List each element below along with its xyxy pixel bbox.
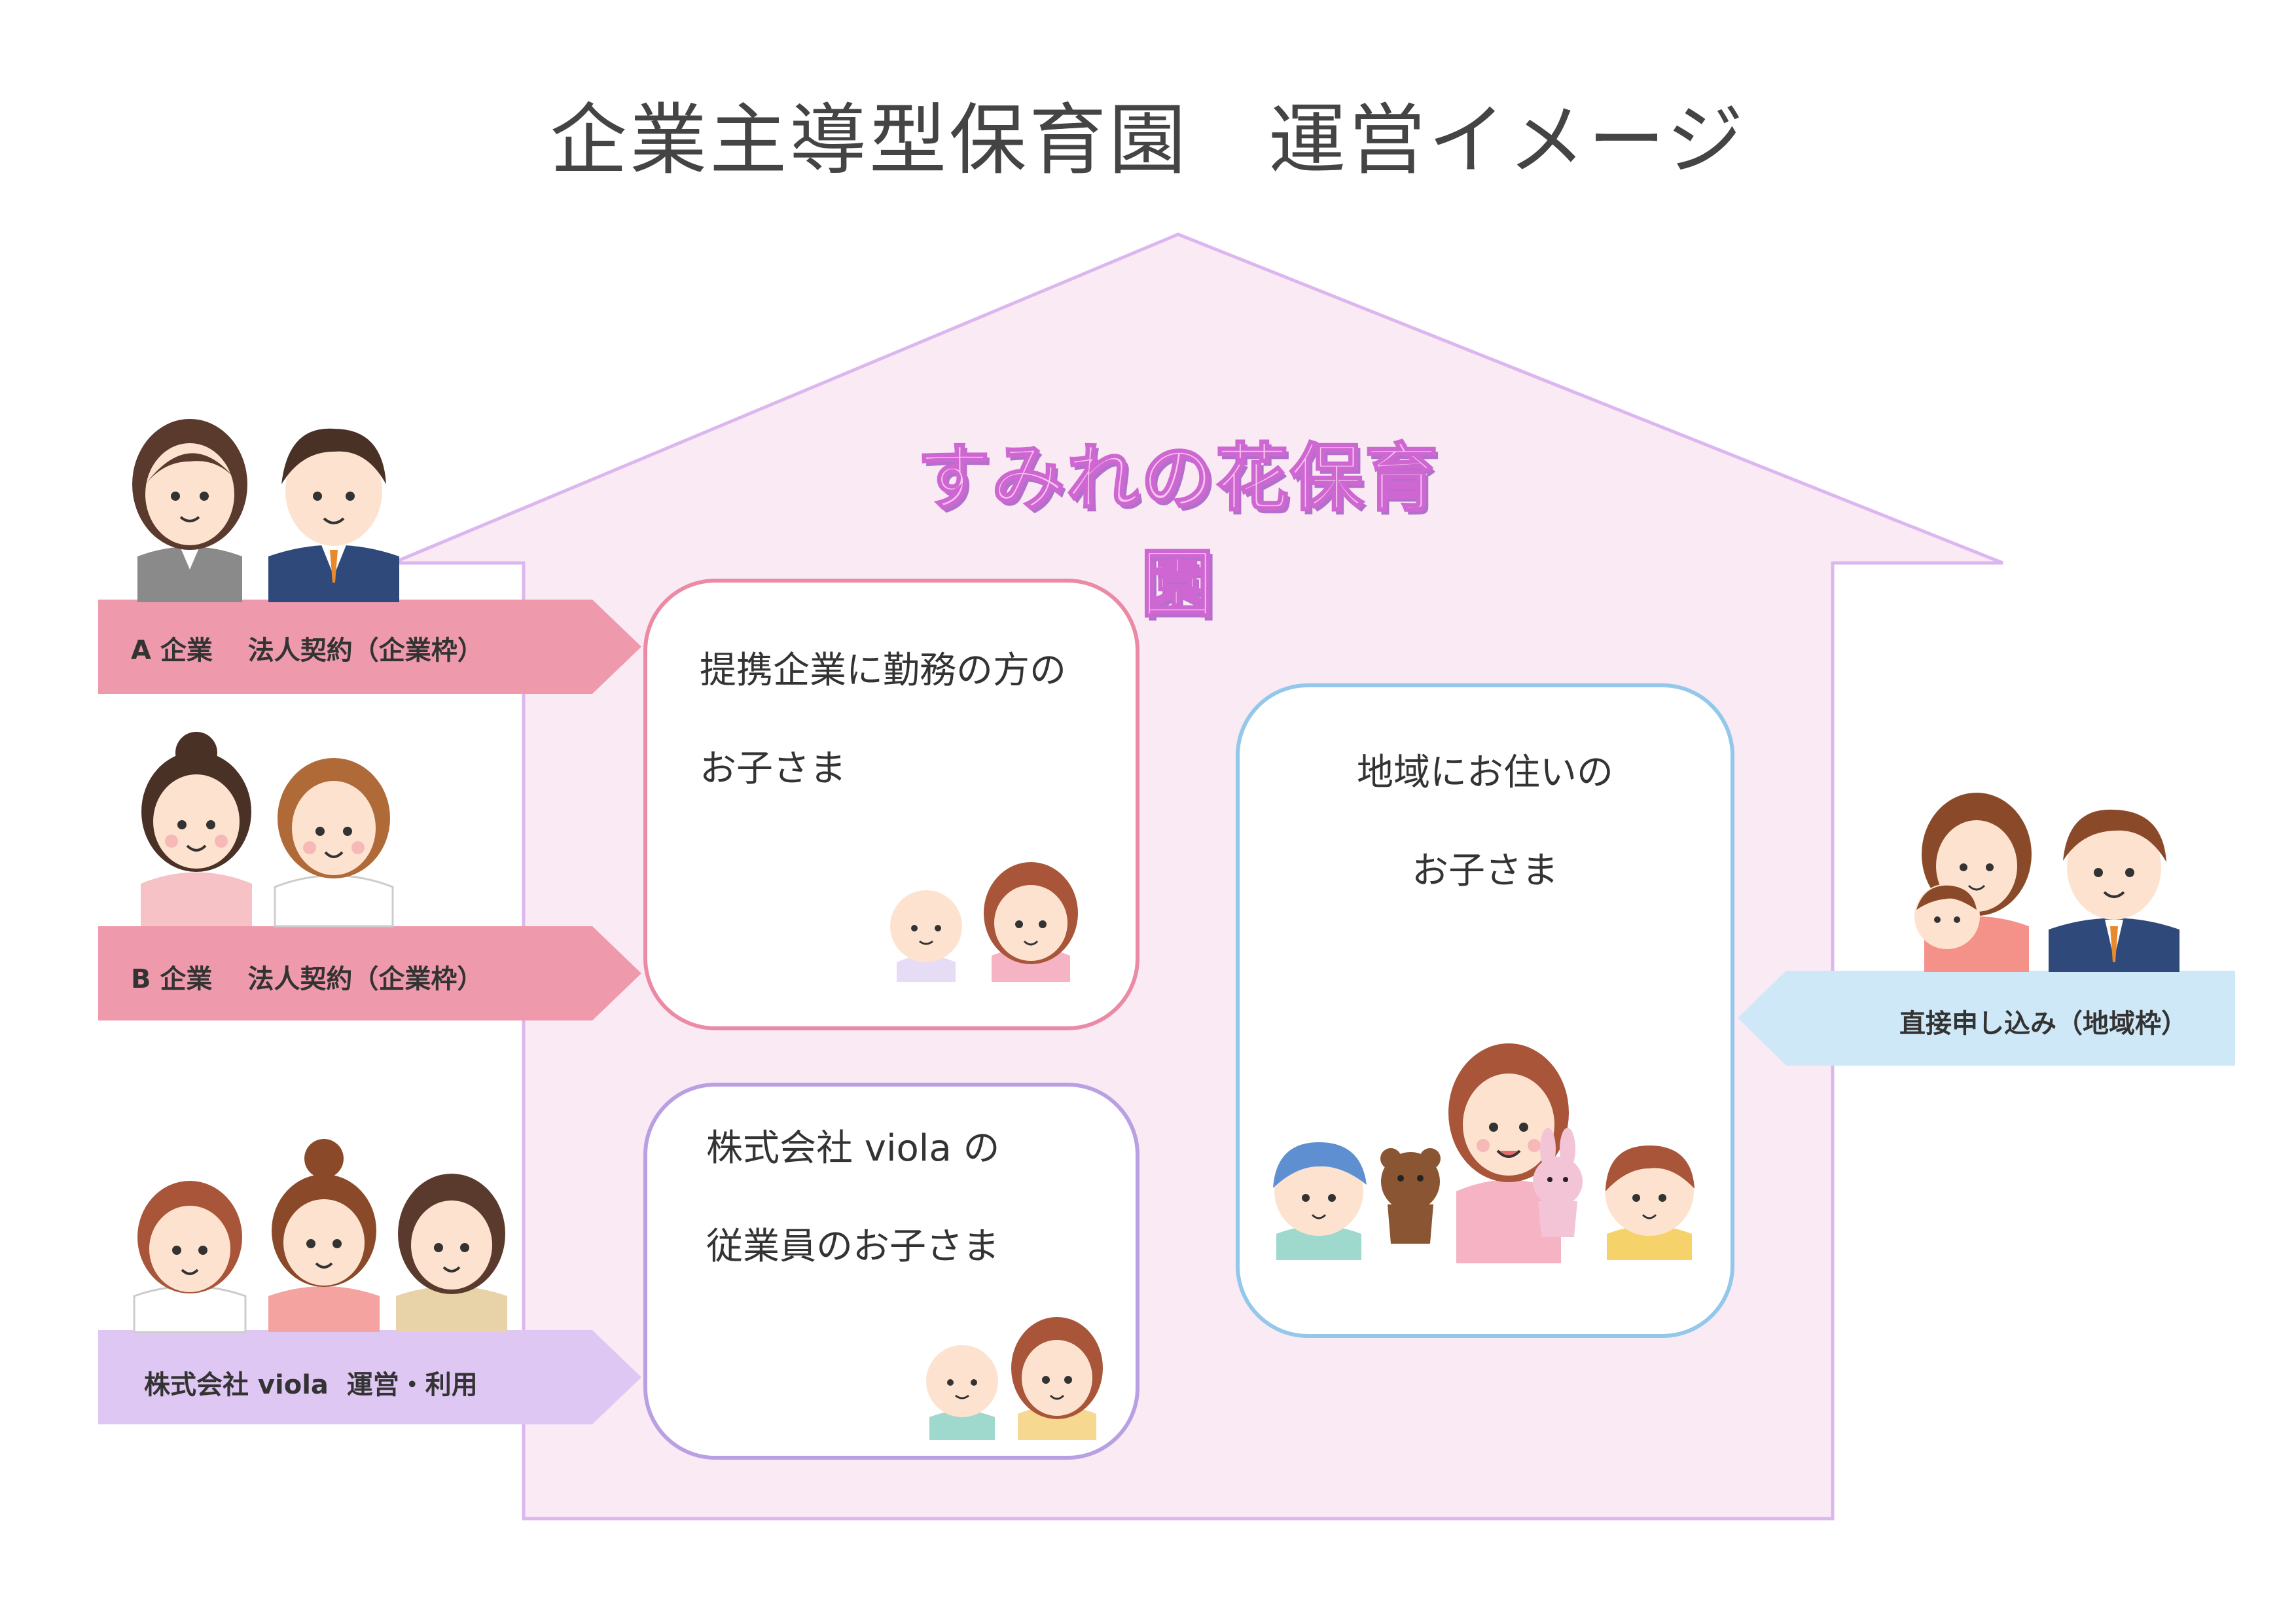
viola-staff-illustration — [133, 1139, 507, 1333]
company-a-employees-illustration — [132, 419, 399, 602]
page-title: 企業主導型保育園 運営イメージ — [550, 95, 1746, 185]
company-b-employees-illustration — [141, 732, 394, 928]
arrow-label-company-b: B 企業 法人契約（企業枠） — [131, 964, 484, 994]
boy-cap-icon — [1273, 1142, 1367, 1260]
nursery-name: すみれの花保育園 — [916, 435, 1439, 628]
card-partner-line1: 提携企業に勤務の方の — [700, 649, 1066, 692]
rabbit-puppet-icon — [1533, 1128, 1583, 1237]
arrow-company-a — [98, 600, 641, 694]
woman-pink-uniform-icon — [141, 732, 252, 926]
arrow-label-viola: 株式会社 viola 運営・利用 — [144, 1370, 478, 1400]
cook-icon — [268, 1139, 380, 1332]
woman-white-uniform-icon — [274, 758, 394, 928]
family-illustration — [1914, 793, 2179, 972]
viola-children-illustration — [926, 1317, 1103, 1440]
arrow-company-b — [98, 926, 641, 1020]
card-viola-line1: 株式会社 viola の — [706, 1127, 1000, 1170]
office-woman-icon — [396, 1174, 507, 1332]
arrow-direct — [1738, 971, 2235, 1066]
arrow-label-direct: 直接申し込み（地域枠） — [1899, 1009, 2187, 1039]
girl-icon — [1011, 1317, 1103, 1440]
girl-icon — [984, 862, 1078, 982]
card-local-line2: お子さま — [1412, 850, 1558, 892]
man-suit-icon — [268, 428, 399, 602]
card-viola-line2: 従業員のお子さま — [706, 1225, 999, 1268]
baby-icon — [926, 1345, 998, 1440]
boy-icon — [1605, 1146, 1695, 1260]
nurse-icon — [133, 1181, 247, 1333]
woman-office-icon — [132, 419, 247, 602]
local-children-illustration — [1273, 1043, 1695, 1263]
bear-puppet-icon — [1380, 1148, 1441, 1244]
baby-icon — [890, 890, 962, 982]
father-icon — [2049, 809, 2179, 972]
arrow-label-company-a: A 企業 法人契約（企業枠） — [131, 636, 484, 666]
card-local-line1: 地域にお住いの — [1357, 751, 1613, 794]
arrow-viola — [98, 1330, 641, 1424]
teacher-icon — [1448, 1043, 1569, 1263]
partner-children-illustration — [890, 862, 1078, 982]
card-partner-line2: お子さま — [700, 748, 846, 790]
baby-icon — [1914, 884, 1980, 949]
